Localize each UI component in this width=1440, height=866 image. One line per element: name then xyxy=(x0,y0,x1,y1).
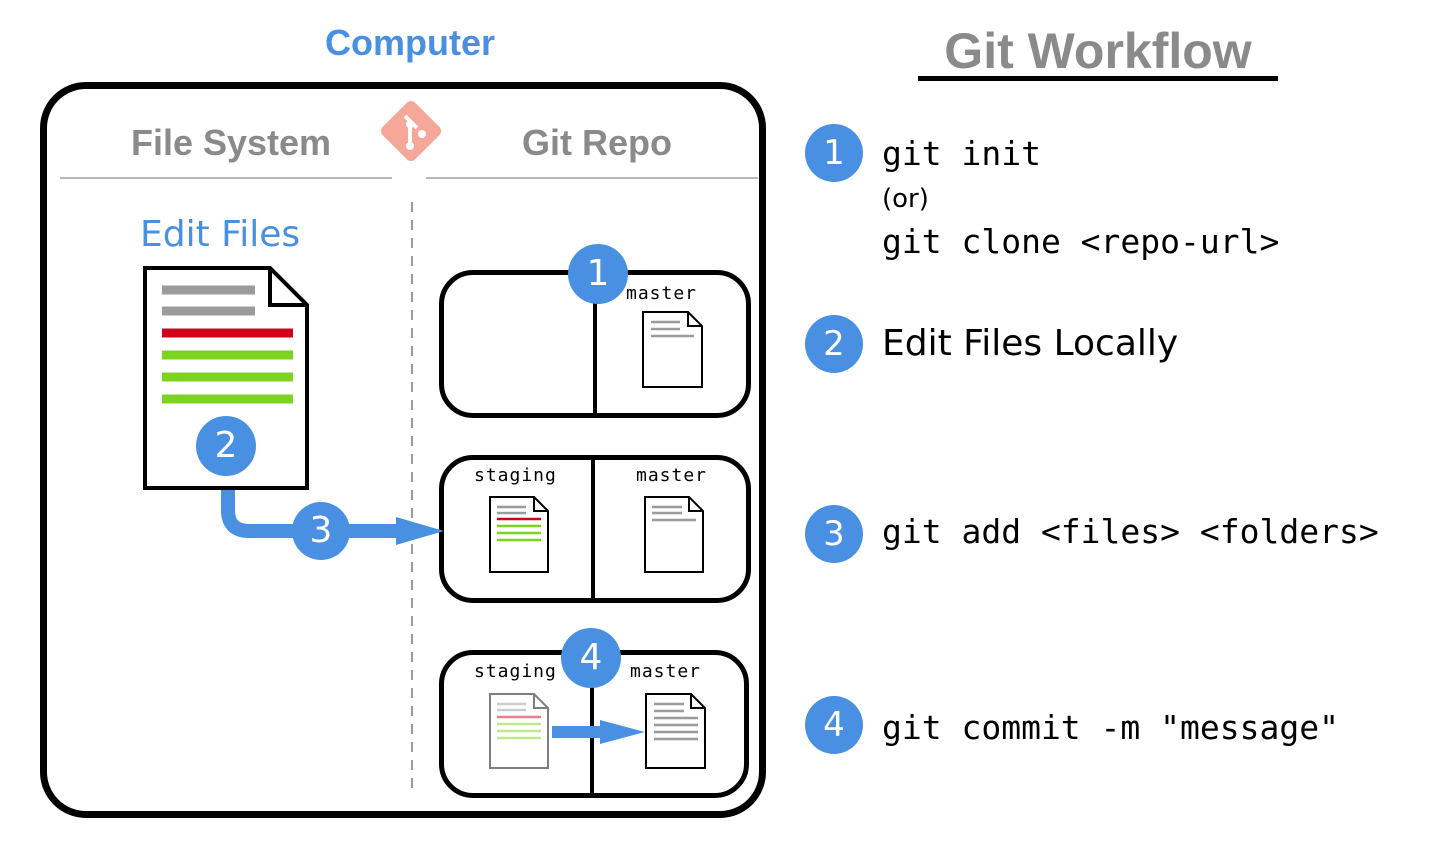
repo-box-commit-divider xyxy=(590,684,594,796)
file-system-title: File System xyxy=(130,122,332,163)
repo-box-commit-staging-label: staging xyxy=(474,661,557,682)
computer-title: Computer xyxy=(325,22,495,63)
workflow-step-badge-4: 4 xyxy=(805,696,863,754)
master-document-icon xyxy=(645,693,706,769)
workflow-step-1-command: git init xyxy=(882,134,1041,173)
workflow-step-badge-3: 3 xyxy=(805,505,863,563)
step-badge-4: 4 xyxy=(561,628,621,688)
workflow-step-1-alt-command: git clone <repo-url> xyxy=(882,222,1280,261)
repo-box-commit-master-label: master xyxy=(630,661,702,682)
workflow-title: Git Workflow xyxy=(944,23,1252,79)
repo-box-init-master-label: master xyxy=(626,283,698,304)
commit-arrow-icon xyxy=(552,720,645,744)
workflow-step-1-or: (or) xyxy=(882,184,929,214)
staging-document-icon xyxy=(489,496,549,573)
step-badge-1: 1 xyxy=(568,244,628,304)
workflow-step-2-text: Edit Files Locally xyxy=(882,323,1179,364)
repo-box-add-divider xyxy=(591,458,595,600)
master-document-icon xyxy=(644,496,704,573)
edit-files-label: Edit Files xyxy=(140,214,301,255)
git-repo-rule xyxy=(426,177,758,179)
workflow-title-underline xyxy=(918,76,1278,81)
workflow-step-3-command: git add <files> <folders> xyxy=(882,512,1379,551)
computer-frame xyxy=(40,82,766,818)
staging-document-faded-icon xyxy=(489,693,549,769)
repo-box-init-divider xyxy=(593,298,597,416)
file-system-rule xyxy=(60,177,392,179)
step-badge-2: 2 xyxy=(196,416,256,476)
repo-box-add-master-label: master xyxy=(636,465,708,486)
workflow-step-4-command: git commit -m "message" xyxy=(882,708,1339,747)
workflow-step-badge-1: 1 xyxy=(805,124,863,182)
arrow-right-icon xyxy=(221,490,444,545)
workflow-step-badge-2: 2 xyxy=(805,315,863,373)
git-logo-icon xyxy=(380,100,442,162)
edited-file-document-icon xyxy=(143,266,309,490)
repo-box-add-staging-label: staging xyxy=(474,465,557,486)
git-repo-title: Git Repo xyxy=(522,122,672,163)
step-badge-3: 3 xyxy=(292,502,350,560)
master-document-icon xyxy=(642,311,703,388)
